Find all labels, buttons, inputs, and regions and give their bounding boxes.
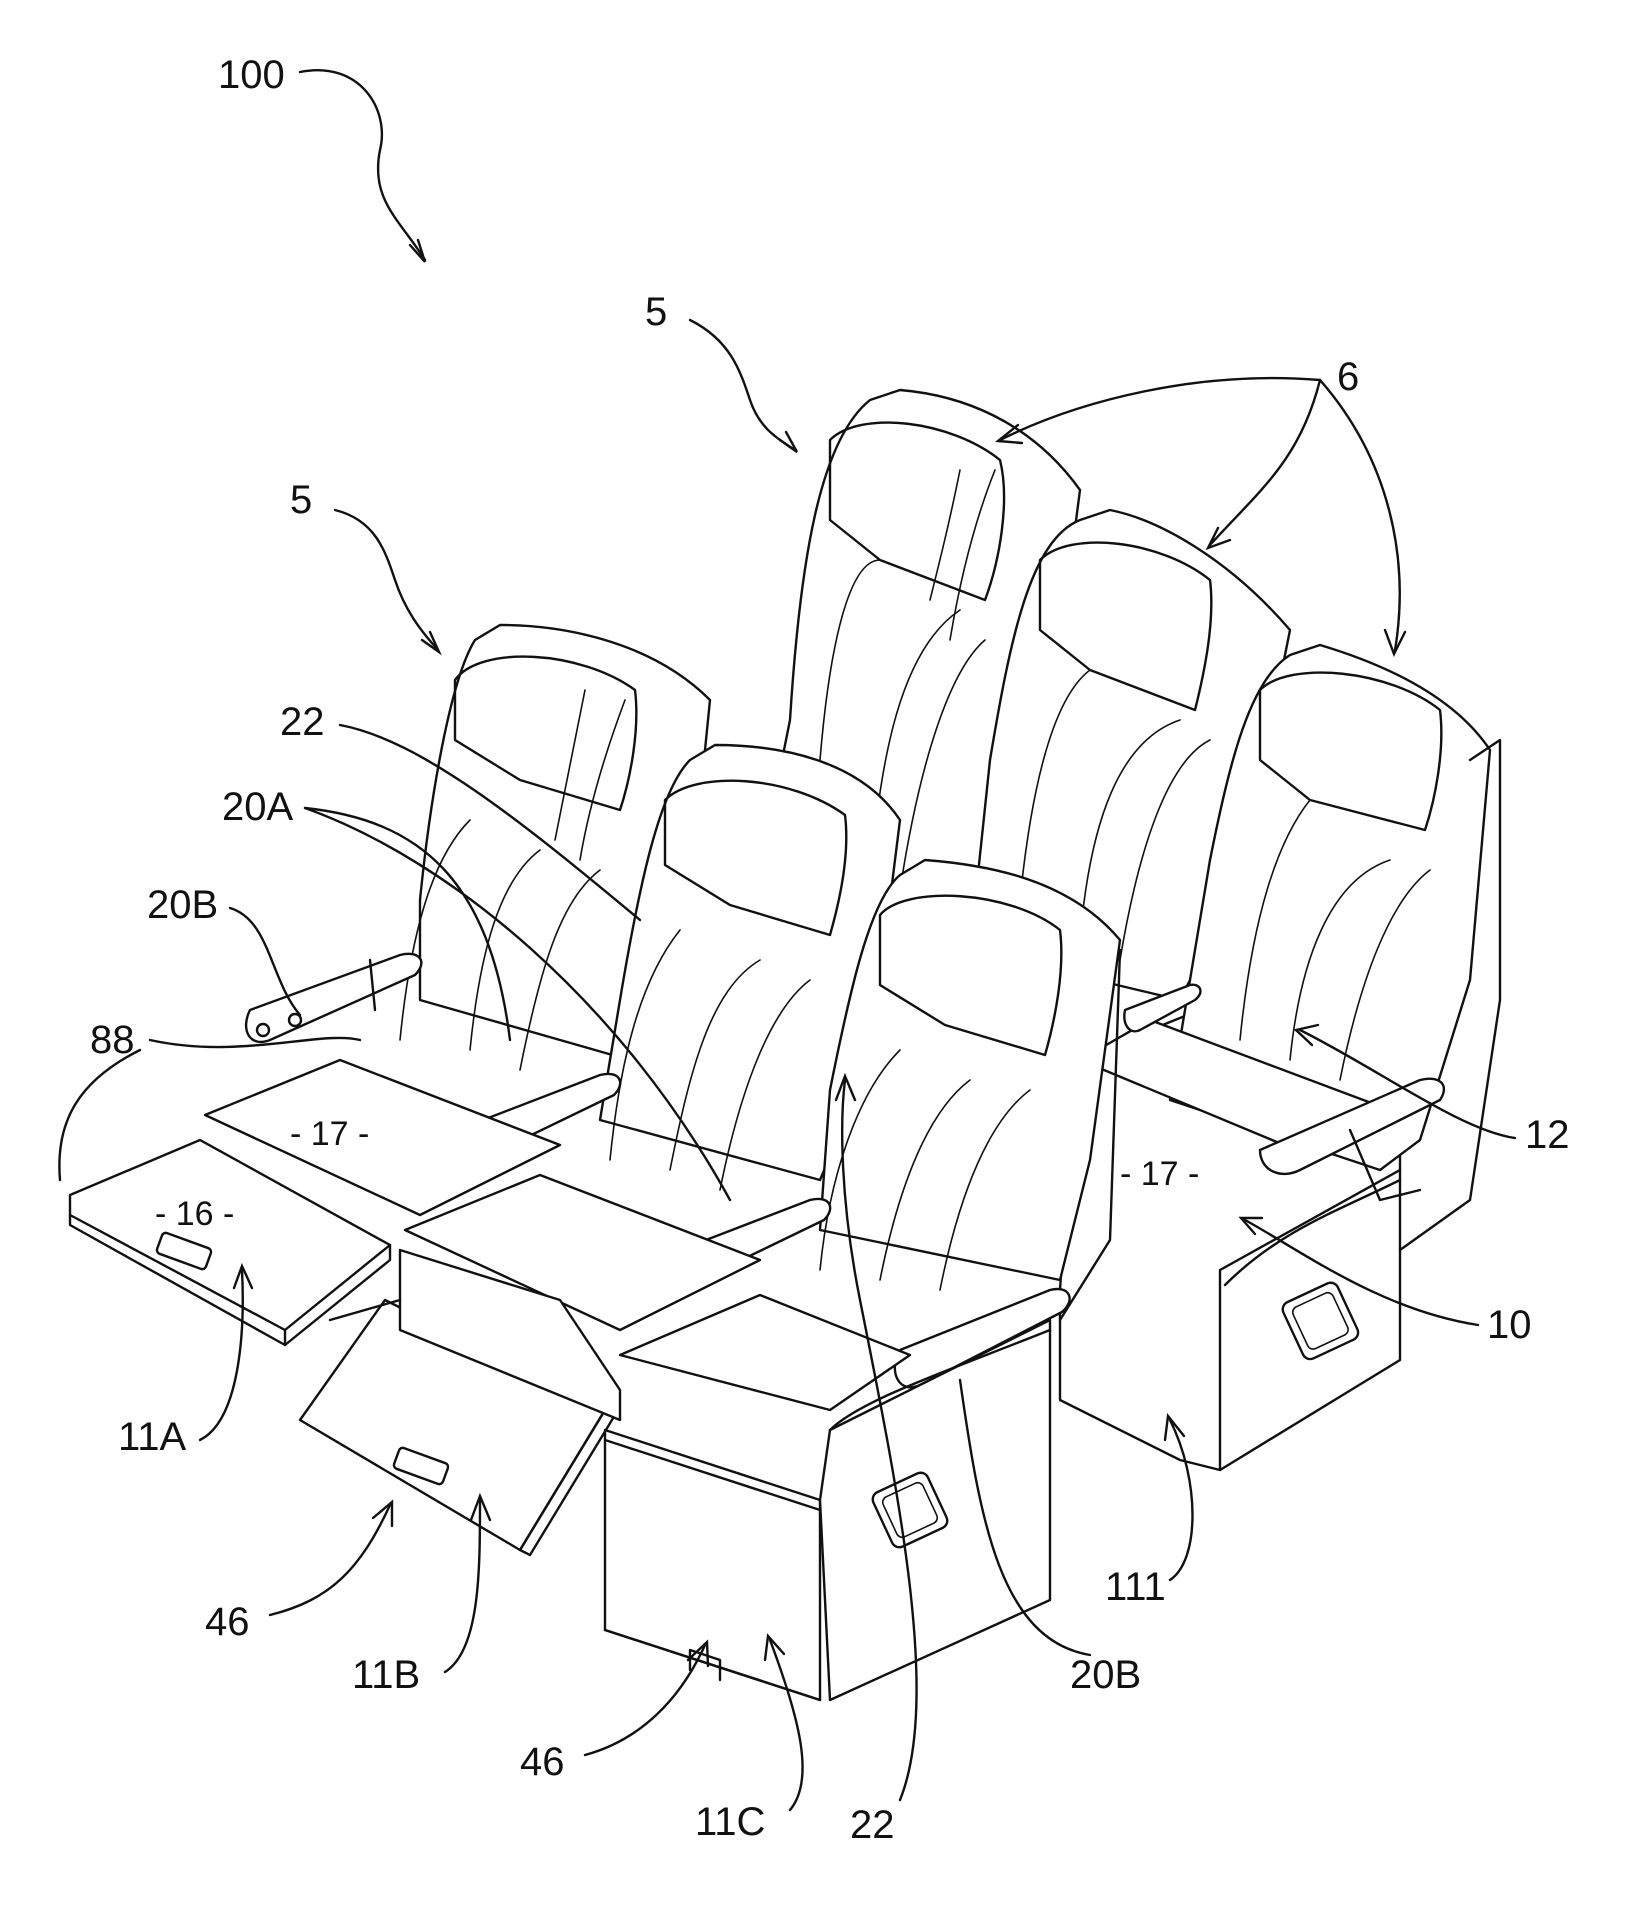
leader-20B-left — [230, 908, 300, 1015]
leader-46-c — [585, 1645, 705, 1755]
ref-20B-right: 20B — [1070, 1653, 1141, 1697]
leader-6c — [1320, 380, 1400, 650]
ref-5-front: 5 — [290, 478, 312, 522]
ref-6: 6 — [1337, 355, 1359, 399]
leader-46-b — [270, 1505, 390, 1615]
seat-surface-label-rear-right: - 17 - — [1120, 1155, 1199, 1193]
ref-5-rear: 5 — [645, 290, 667, 334]
ref-22-bottom: 22 — [850, 1803, 895, 1847]
ref-22-top: 22 — [280, 700, 325, 744]
seat-surface-label-front-left: - 17 - — [290, 1115, 369, 1153]
leader-5-rear — [690, 320, 795, 450]
arrowhead-5-rear — [780, 432, 797, 452]
leader-6a — [1000, 378, 1320, 440]
ref-46-b: 46 — [205, 1600, 250, 1644]
ref-20B-left: 20B — [147, 883, 218, 927]
ref-11A: 11A — [118, 1415, 187, 1459]
leader-6b — [1210, 380, 1320, 545]
leader-5-front — [335, 510, 438, 650]
leader-100 — [300, 70, 425, 260]
tray-surface-label: - 16 - — [155, 1195, 234, 1233]
ref-12: 12 — [1525, 1113, 1570, 1157]
arrowhead-6c — [1385, 630, 1405, 654]
ref-111: 111 — [1105, 1565, 1166, 1609]
ref-46-c: 46 — [520, 1740, 565, 1784]
ref-20A: 20A — [222, 785, 293, 829]
ref-11C: 11C — [695, 1800, 765, 1844]
ref-100: 100 — [218, 53, 285, 97]
ref-10: 10 — [1487, 1303, 1532, 1347]
leader-88-b — [59, 1050, 140, 1180]
ref-11B: 11B — [352, 1653, 420, 1697]
leader-11B — [445, 1500, 480, 1672]
seat-assembly-line-art: - 17 - — [70, 390, 1500, 1700]
